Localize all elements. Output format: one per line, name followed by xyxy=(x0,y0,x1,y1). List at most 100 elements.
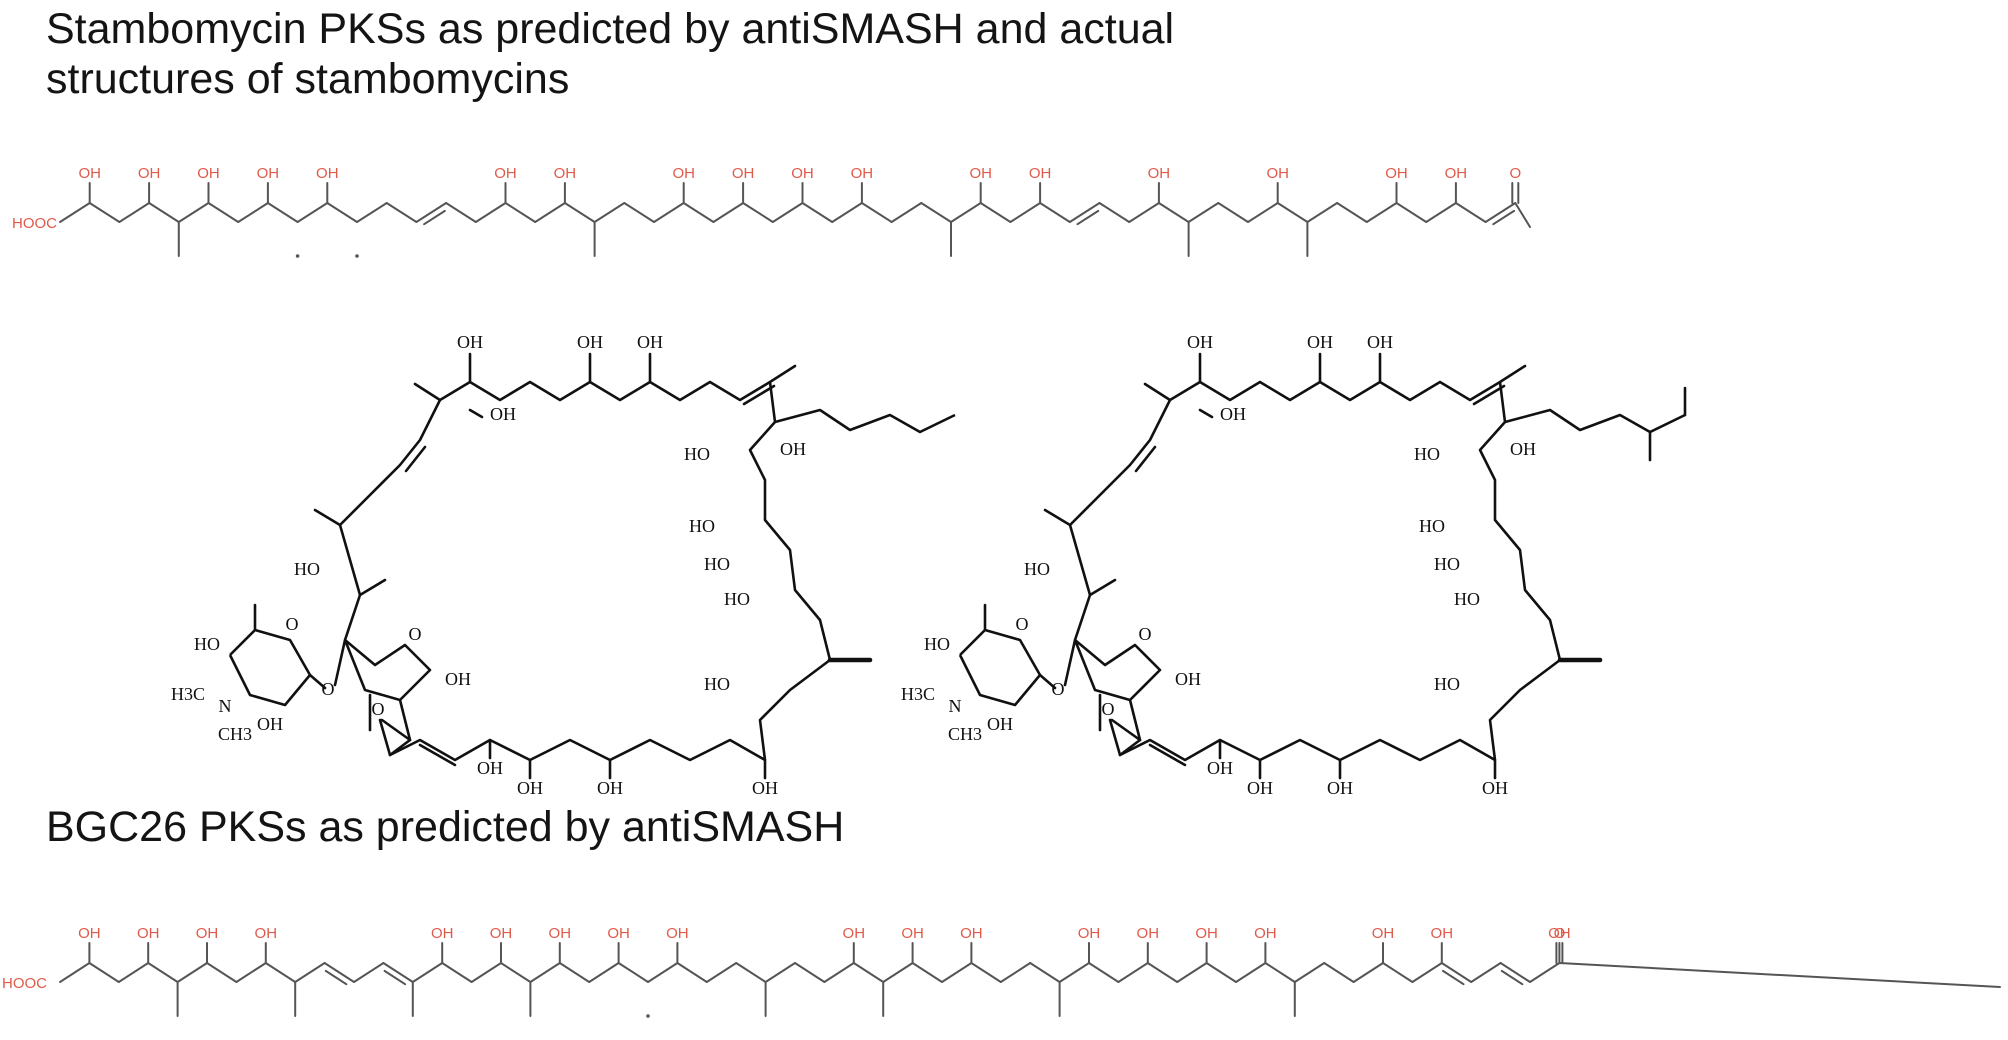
chain-bond xyxy=(1264,962,1296,983)
chain-bond xyxy=(237,202,269,223)
chain-bond xyxy=(1454,202,1487,223)
chain-bond xyxy=(771,202,804,223)
methyl-bond xyxy=(1143,382,1172,402)
hydroxyl-label: OH xyxy=(607,925,630,942)
double-bond xyxy=(1441,969,1465,986)
hydroxyl-label: OH xyxy=(1137,925,1160,942)
hydroxyl-label: OH xyxy=(1029,165,1052,182)
chain-bond xyxy=(794,962,826,983)
chain-bond xyxy=(1009,202,1042,223)
heading-stambomycin-line2: structures of stambomycins xyxy=(46,55,570,103)
chain-bond xyxy=(1039,202,1071,223)
double-bond xyxy=(742,384,776,406)
amine-nitrogen-label: N xyxy=(219,696,232,716)
chain-bond xyxy=(920,202,952,223)
chain-bond xyxy=(441,962,473,983)
chain-bond xyxy=(911,962,943,983)
hydroxyl-label: OH xyxy=(1372,925,1395,942)
ester-bond xyxy=(380,718,412,742)
chain-bond xyxy=(623,202,655,223)
hydroxyl-label: OH xyxy=(445,669,471,689)
heading-stambomycin: Stambomycin PKSs as predicted by antiSMA… xyxy=(46,4,1446,104)
chain-bond xyxy=(999,962,1032,983)
chain-bond xyxy=(235,962,267,983)
stereo-dot xyxy=(295,254,300,258)
hydroxyl-label: HO xyxy=(294,559,320,579)
hydroxyl-label: OH xyxy=(490,925,513,942)
chain-bond xyxy=(1187,202,1220,223)
chain-bond xyxy=(1098,202,1131,223)
chain-bond xyxy=(88,202,121,223)
ester-bond xyxy=(388,738,412,757)
chain-bond xyxy=(1146,962,1179,983)
double-bond xyxy=(404,445,427,473)
chain-bond xyxy=(207,202,240,223)
amine-methyl-label: CH3 xyxy=(948,724,982,744)
hydroxyl-label: OH xyxy=(257,165,280,182)
ester-bond xyxy=(398,698,412,742)
double-bond xyxy=(324,969,348,986)
chain-bond xyxy=(296,202,329,223)
chain-bond xyxy=(1529,962,1561,983)
sugar-ring xyxy=(228,628,312,707)
hydroxyl-label: OH xyxy=(1195,925,1218,942)
chain-bond xyxy=(1484,202,1517,223)
macrocycle-bottom-chain xyxy=(389,738,766,762)
chain-bond xyxy=(529,962,561,983)
chain-bond xyxy=(941,962,973,983)
hydroxyl-label: OH xyxy=(672,165,695,182)
chain-bond xyxy=(970,962,1002,983)
chain-bond xyxy=(1029,962,1061,983)
chain-bond xyxy=(860,202,893,223)
hydroxyl-label: OH xyxy=(901,925,924,942)
chain-bond xyxy=(266,202,299,223)
hydroxyl-label: OH xyxy=(1266,165,1289,182)
chain-bond xyxy=(890,202,923,223)
chain-bond xyxy=(1058,962,1090,983)
hydroxyl-label: HO xyxy=(1434,674,1460,694)
double-bond xyxy=(1472,384,1506,406)
hydroxyl-label: OH xyxy=(549,925,572,942)
chain-bond xyxy=(118,202,151,223)
chain-bond xyxy=(176,962,208,983)
hydroxyl-label: OH xyxy=(1431,925,1454,942)
chain-bond xyxy=(1514,202,1531,228)
chain-bond xyxy=(504,202,537,223)
hydroxyl-label: OH xyxy=(78,925,101,942)
hydroxyl-label: OH xyxy=(137,925,160,942)
macrocycle-right-chain xyxy=(1478,381,1562,761)
chain-bond xyxy=(1157,202,1190,223)
hydroxyl-label: OH xyxy=(477,758,503,778)
hydroxyl-label: OH xyxy=(197,165,220,182)
hydroxyl-label: OH xyxy=(1385,165,1408,182)
chain-bond xyxy=(1235,962,1267,983)
hydroxyl-label: HO xyxy=(1419,516,1445,536)
heading-bgc26: BGC26 PKSs as predicted by antiSMASH xyxy=(46,803,845,851)
chain-bond xyxy=(147,962,179,983)
double-bond xyxy=(1492,209,1516,226)
chain-bond xyxy=(500,962,532,983)
chain-bond xyxy=(326,202,358,223)
hydroxyl-label: OH xyxy=(1207,758,1233,778)
hydroxyl-label: OH xyxy=(1307,332,1333,352)
chain-bond xyxy=(558,962,591,983)
hydroxyl-label: OH xyxy=(490,404,516,424)
hydroxyl-label: OH xyxy=(1175,669,1201,689)
chain-bond xyxy=(385,202,418,223)
hydroxyl-label: OH xyxy=(196,925,219,942)
hydroxyl-label: OH xyxy=(637,332,663,352)
hydroxyl-label: OH xyxy=(494,165,517,182)
hydroxyl-label: OH xyxy=(255,925,278,942)
chain-bond xyxy=(653,202,685,223)
chain-bond xyxy=(593,202,626,223)
hydroxyl-bond xyxy=(468,408,484,419)
hydroxyl-label: OH xyxy=(969,165,992,182)
chain-bond xyxy=(474,202,507,223)
chain-bond xyxy=(588,962,620,983)
chain-bond xyxy=(1088,962,1120,983)
chain-bond xyxy=(1128,202,1160,223)
ether-bond xyxy=(333,638,347,687)
